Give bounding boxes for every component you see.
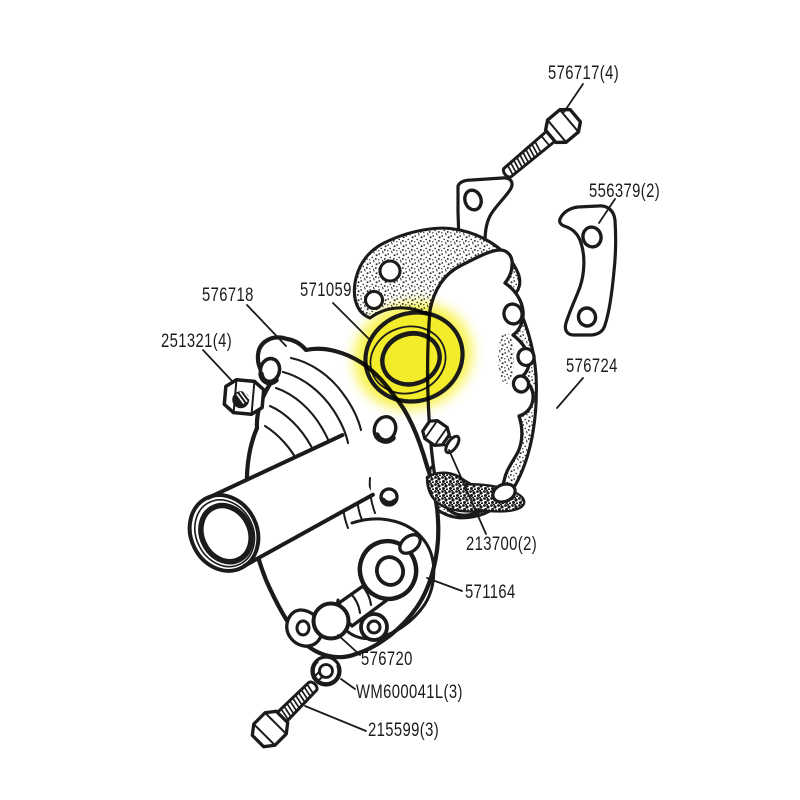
hex-nut-drawing: [222, 378, 266, 416]
part-label-576718: 576718: [202, 285, 254, 306]
part-label-213700: 213700(2): [466, 534, 538, 555]
cover-flange-drawing: [285, 517, 436, 648]
part-label-576717: 576717(4): [548, 63, 620, 84]
clamp-bracket-right-drawing: [558, 204, 618, 337]
spring-washer-drawing: [310, 655, 342, 687]
pump-snout-drawing: [187, 433, 375, 573]
part-label-571164: 571164: [465, 582, 516, 603]
part-label-576724: 576724: [566, 356, 618, 377]
small-stud-bolt-drawing: [421, 418, 461, 455]
seal-ring-highlight: [353, 302, 473, 410]
part-label-251321: 251321(4): [161, 331, 233, 352]
ball-fitting-drawing: [311, 601, 351, 641]
part-label-556379: 556379(2): [589, 181, 661, 202]
hex-bolt-bottom-drawing: [250, 680, 319, 749]
part-label-576720: 576720: [361, 649, 413, 670]
hex-bolt-top-drawing: [501, 107, 583, 179]
part-label-571059: 571059: [300, 280, 352, 301]
leader-lines: [202, 83, 616, 732]
part-label-wm600041l: WM600041L(3): [356, 682, 463, 703]
part-label-215599: 215599(3): [368, 720, 440, 741]
